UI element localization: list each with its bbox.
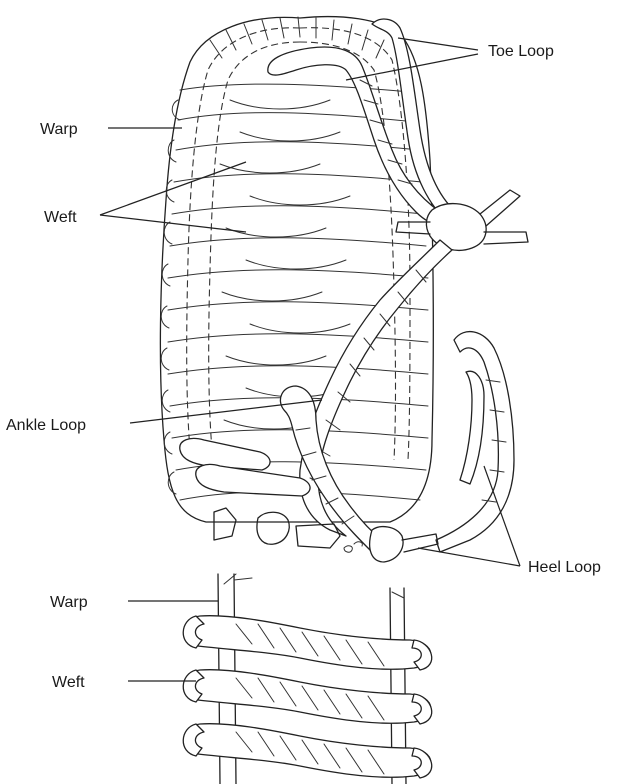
sandal-illustration [160,17,528,562]
label-warp-detail: Warp [50,594,88,611]
left-heel-curl [180,438,310,496]
detail-weft-row2 [185,670,430,724]
label-heel-loop: Heel Loop [528,559,601,576]
leader-weft-top-2 [100,215,246,232]
detail-weft-row3 [185,724,430,778]
leader-lines [100,38,520,681]
detail-weft-row1 [185,616,430,670]
label-toe-loop: Toe Loop [488,43,554,60]
heel-loop-rope [436,332,514,552]
label-ankle-loop: Ankle Loop [6,417,86,434]
label-weft-top: Weft [44,209,77,226]
weave-detail [183,574,431,784]
label-weft-detail: Weft [52,674,85,691]
ankle-loop-rope [280,240,452,552]
leader-heel-loop-2 [418,548,520,566]
leader-weft-top-1 [100,162,246,215]
label-warp-top: Warp [40,121,78,138]
